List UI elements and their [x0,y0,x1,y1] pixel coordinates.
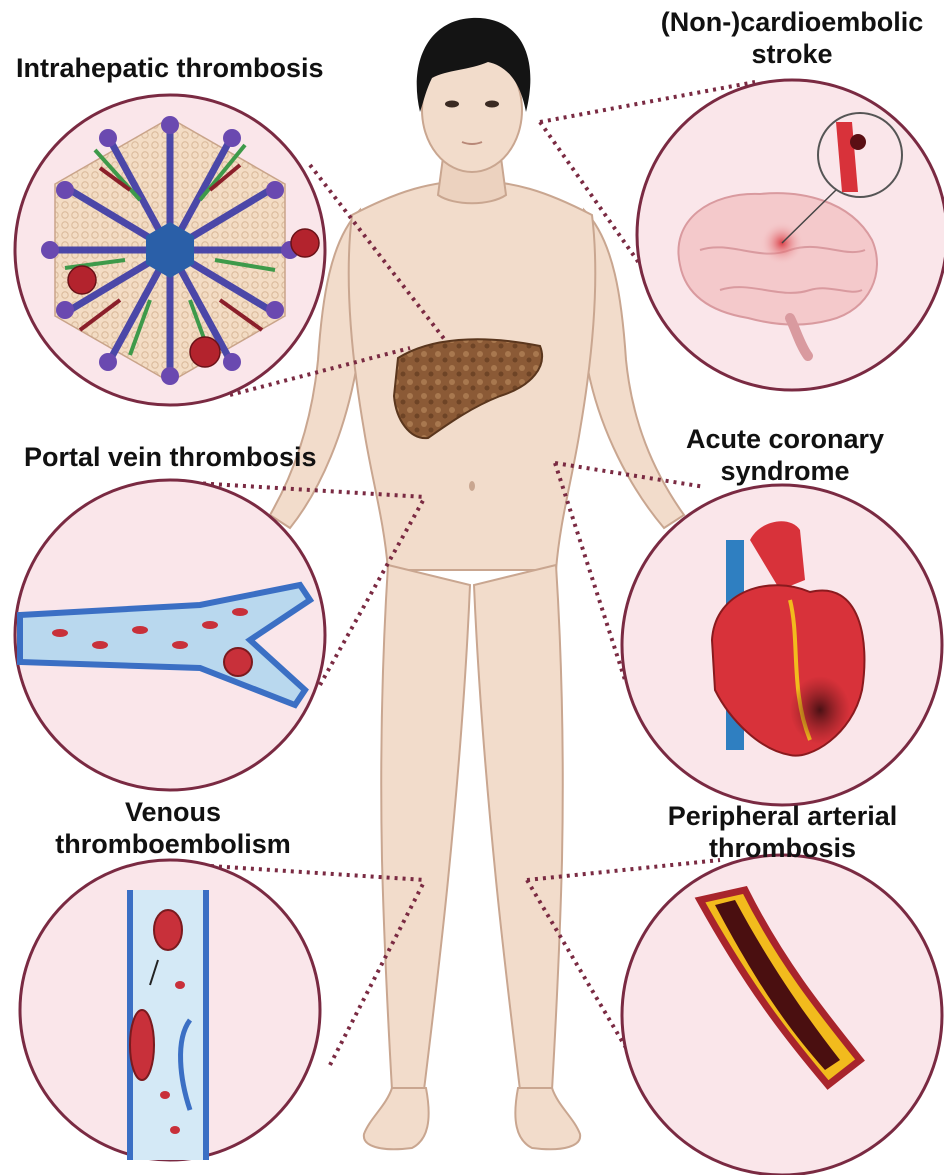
myocardial-infarct [790,676,850,744]
label-intrahepatic-thrombosis: Intrahepatic thrombosis [16,52,324,84]
human-body [270,18,684,1149]
right-foot [515,1088,580,1149]
right-eye [485,101,499,108]
label-peripheral-arterial-thrombosis: Peripheral arterial thrombosis [650,800,915,864]
label-acute-coronary-syndrome: Acute coronary syndrome [660,423,910,487]
stroke-circle [637,80,944,390]
intrahepatic-circle [15,95,325,405]
portal-thrombus [224,648,252,676]
right-leg [474,565,563,1090]
zoom-vessel [818,113,902,197]
embolus [154,910,182,950]
portal-circle [15,480,325,790]
navel [469,481,475,491]
label-stroke: (Non-)cardioembolic stroke [652,6,932,70]
deep-vein-thrombus [130,1010,154,1080]
left-eye [445,101,459,108]
label-portal-vein-thrombosis: Portal vein thrombosis [24,441,317,473]
pat-circle [622,855,942,1175]
vte-circle [20,860,320,1160]
left-foot [364,1088,429,1149]
acs-circle [622,485,942,805]
connector-acs-bottom [555,463,625,680]
left-leg [381,565,470,1090]
label-venous-thromboembolism: Venous thromboembolism [48,796,298,860]
